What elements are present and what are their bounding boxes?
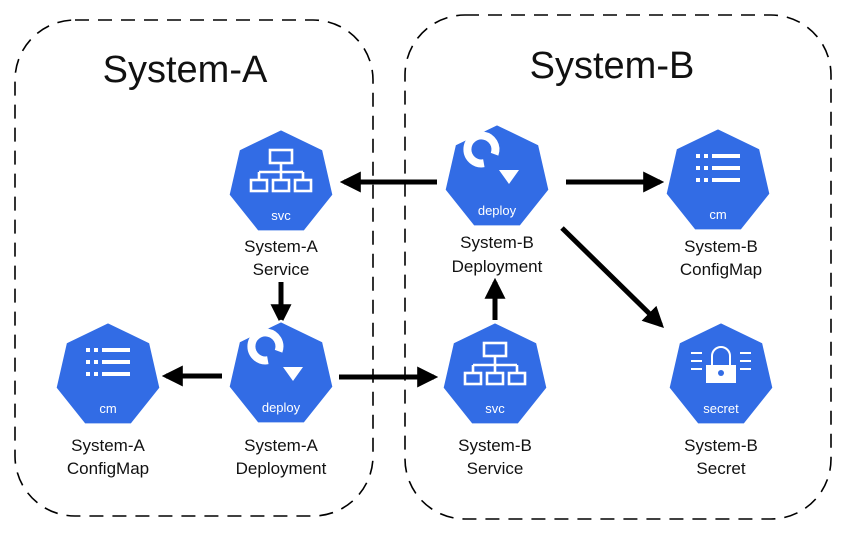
node-label-line1: System-A [71, 436, 145, 455]
icon-badge-label: cm [709, 207, 726, 222]
system-b-title: System-B [530, 45, 695, 87]
deployment-icon: deploy [227, 319, 335, 425]
icon-badge-label: svc [485, 401, 505, 416]
node-label-line1: System-B [684, 237, 758, 256]
icon-badge-label: deploy [262, 400, 301, 415]
node-label-line1: System-B [458, 436, 532, 455]
deployment-icon: deploy [443, 122, 551, 228]
service-icon: svc [227, 127, 335, 233]
node-label-line2: Deployment [452, 257, 543, 276]
node-system-b-service: svc System-B Service [441, 320, 549, 478]
icon-badge-label: svc [271, 208, 291, 223]
node-system-b-secret: secret System-B Secret [667, 320, 775, 478]
edge-b-deployment-to-b-secret [560, 226, 664, 328]
node-label-line2: Secret [696, 459, 745, 478]
node-label-line2: Deployment [236, 459, 327, 478]
system-a-boundary [14, 19, 374, 517]
node-system-b-configmap: cm System-B ConfigMap [664, 126, 772, 279]
icon-badge-label: secret [703, 401, 739, 416]
service-icon: svc [441, 320, 549, 426]
icon-badge-label: deploy [478, 203, 517, 218]
system-a-title: System-A [103, 49, 268, 91]
node-label-line1: System-A [244, 436, 318, 455]
node-label-line2: Service [253, 260, 310, 279]
secret-icon: secret [667, 320, 775, 426]
node-label-line1: System-A [244, 237, 318, 256]
configmap-icon: cm [664, 126, 772, 232]
node-system-a-service: svc System-A Service [227, 127, 335, 279]
icon-badge-label: cm [99, 401, 116, 416]
node-label-line1: System-B [460, 233, 534, 252]
node-label-line2: ConfigMap [680, 260, 762, 279]
node-system-a-deployment: deploy System-A Deployment [227, 319, 335, 478]
node-label-line2: Service [467, 459, 524, 478]
node-system-b-deployment: deploy System-B Deployment [443, 122, 551, 276]
node-system-a-configmap: cm System-A ConfigMap [54, 320, 162, 478]
edges [161, 171, 665, 388]
node-label-line1: System-B [684, 436, 758, 455]
configmap-icon: cm [54, 320, 162, 426]
node-label-line2: ConfigMap [67, 459, 149, 478]
